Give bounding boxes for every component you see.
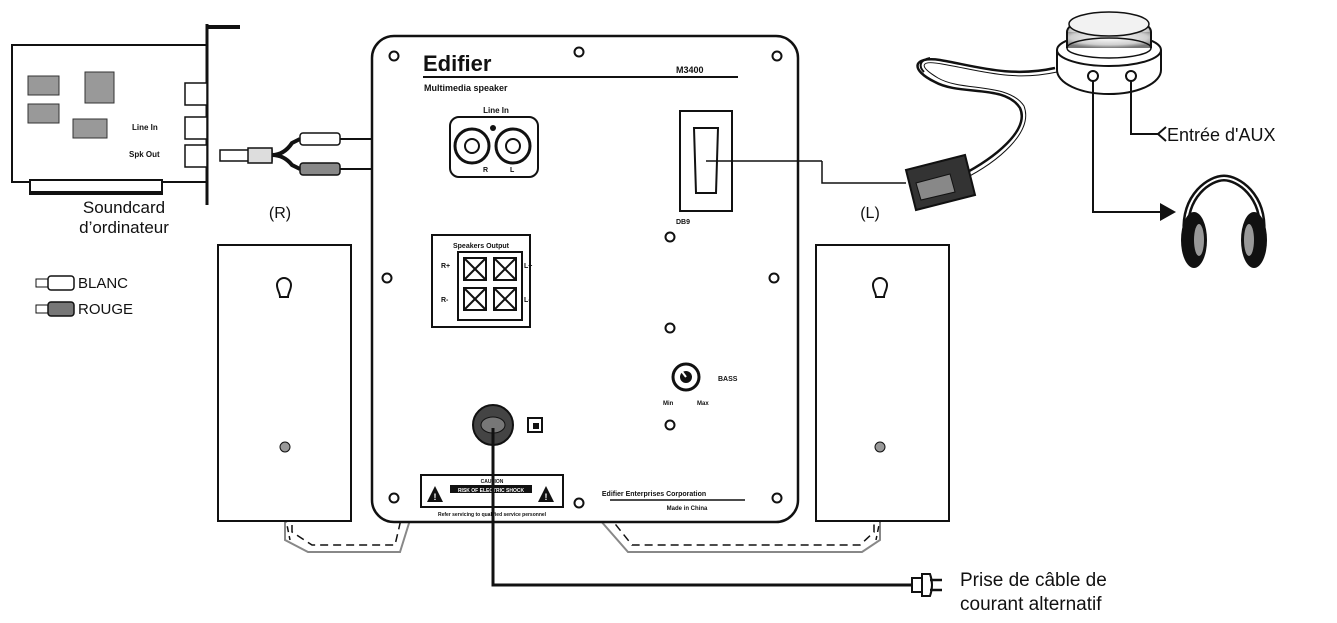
soundcard-label-line2: d’ordinateur — [79, 218, 169, 237]
db9-port-label: DB9 — [676, 219, 690, 226]
svg-text:!: ! — [545, 492, 548, 502]
power-socket — [472, 404, 543, 446]
l-minus-label: L- — [524, 297, 531, 304]
speaker-right — [217, 244, 352, 522]
power-cord — [491, 428, 912, 587]
headphones-icon — [1181, 174, 1267, 268]
line-in-label: Line In — [483, 106, 509, 115]
right-channel-label: (R) — [269, 205, 291, 222]
legend-white-label: BLANC — [78, 275, 128, 292]
bass-min-label: Min — [663, 401, 674, 407]
l-plus-label: L+ — [524, 263, 532, 270]
panel-subtitle: Multimedia speaker — [424, 83, 508, 93]
speaker-output-terminals — [431, 234, 531, 328]
maker-line1: Edifier Enterprises Corporation — [602, 491, 706, 498]
headphone-arrow — [1092, 81, 1176, 221]
model-label: M3400 — [676, 65, 704, 75]
soundcard: Line In Spk Out — [11, 24, 240, 205]
power-label-line2: courant alternatif — [960, 594, 1102, 615]
db9-plug — [904, 153, 977, 212]
remote-volume-control — [1056, 11, 1162, 95]
line-in-jacks — [449, 116, 539, 178]
r-minus-label: R- — [441, 297, 449, 304]
brand-logo: Edifier — [423, 51, 492, 76]
line-in-r-label: R — [483, 167, 488, 174]
bass-label: BASS — [718, 376, 738, 383]
warning-text: RISK OF ELECTRIC SHOCK — [458, 488, 525, 494]
soundcard-label-line1: Soundcard — [83, 198, 165, 217]
left-channel-label: (L) — [860, 205, 880, 222]
bass-max-label: Max — [697, 401, 709, 407]
speaker-left — [815, 244, 950, 522]
ac-plug-icon — [911, 573, 942, 597]
legend-red-label: ROUGE — [78, 301, 133, 318]
power-label-line1: Prise de câble de — [960, 570, 1107, 591]
line-in-l-label: L — [510, 167, 515, 174]
legend-red: ROUGE — [35, 301, 133, 318]
maker-line2: Made in China — [667, 506, 708, 512]
speakers-output-label: Speakers Output — [453, 243, 510, 250]
db9-cable — [706, 57, 1058, 184]
soundcard-spk-out-label: Spk Out — [129, 150, 160, 159]
soundcard-line-in-label: Line In — [132, 123, 158, 132]
svg-text:!: ! — [434, 492, 437, 502]
bass-knob-icon — [671, 362, 701, 392]
aux-arrow — [1130, 81, 1167, 142]
legend-white: BLANC — [35, 275, 128, 292]
r-plus-label: R+ — [441, 263, 450, 270]
aux-in-label: Entrée d'AUX — [1167, 125, 1276, 145]
